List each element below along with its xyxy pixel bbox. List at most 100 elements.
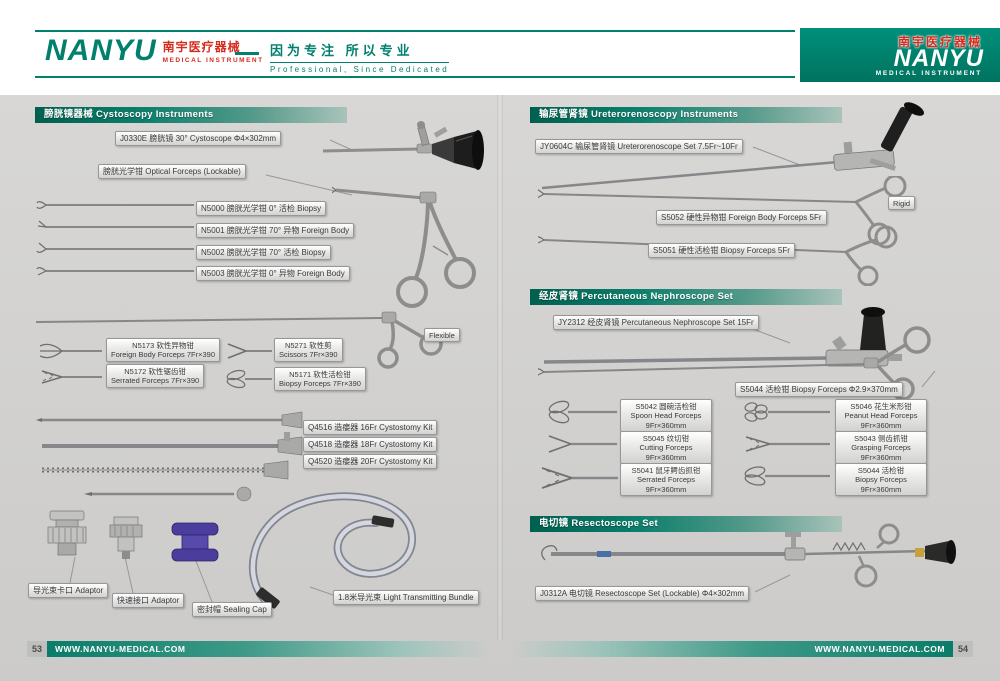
- label-n5173-line2: Foreign Body Forceps 7Fr×390: [111, 350, 216, 360]
- header-rule-top: [35, 30, 795, 32]
- label-s5043-line1: S5043 侧齿抓钳: [854, 434, 908, 443]
- label-n5003: N5003 膀胱光学钳 0° 异物 Foreign Body: [196, 266, 350, 281]
- nephro-biopsy-forceps-image: [538, 322, 958, 400]
- label-sealing-cap: 密封帽 Sealing Cap: [192, 602, 272, 617]
- adaptors-image: [30, 505, 230, 597]
- label-s5043: S5043 侧齿抓钳 Grasping Forceps 9Fr×360mm: [835, 431, 927, 465]
- label-cystoscope: J0330E 膀胱镜 30° Cystoscope Φ4×302mm: [115, 131, 282, 146]
- label-q4518: Q4518 造瘘器 18Fr Cystostomy Kit: [303, 437, 438, 452]
- page-number-right: 54: [953, 641, 973, 657]
- label-n5002: N5002 膀胱光学钳 70° 活检 Biopsy: [196, 245, 331, 260]
- label-jy2312: JY2312 经皮肾镜 Percutaneous Nephroscope Set…: [553, 315, 759, 330]
- label-rigid-tag: Rigid: [888, 196, 916, 211]
- label-optical-forceps: 膀胱光学钳 Optical Forceps (Lockable): [98, 164, 246, 179]
- rigid-forceps-image: [538, 176, 958, 286]
- label-n5173-line1: N5173 软性异物钳: [132, 341, 194, 350]
- peanut-head-tip-icon: [742, 399, 830, 425]
- label-adaptor-quick: 快速接口 Adaptor: [112, 593, 185, 608]
- label-s5044-grid-line3: 9Fr×360mm: [860, 484, 902, 494]
- optical-forceps-rods-image: [36, 196, 196, 280]
- label-s5044-main: S5044 活检钳 Biopsy Forceps Φ2.9×370mm: [735, 382, 903, 397]
- label-n5271-line1: N5271 软性剪: [284, 341, 332, 350]
- label-s5041-line1: S5041 鼠牙鳄齿抓钳: [631, 466, 701, 475]
- label-s5045-line2: Cutting Forceps: [639, 443, 693, 453]
- page-header: NANYU 南宇医疗器械 MEDICAL INSTRUMENT 因为专注 所以专…: [0, 0, 1000, 95]
- cystostomy-kit-image: [34, 406, 314, 506]
- label-s5046-line1: S5046 花生米形钳: [850, 402, 912, 411]
- label-s5042-line3: 9Fr×360mm: [645, 420, 687, 430]
- label-j0312a: J0312A 电切镜 Resectoscope Set (Lockable) Φ…: [535, 586, 750, 601]
- flexible-forceps-image: [32, 292, 482, 372]
- label-s5044-grid: S5044 活检钳 Biopsy Forceps 9Fr×360mm: [835, 463, 927, 497]
- section-nephroscope: 经皮肾镜 Percutaneous Nephroscope Set: [530, 289, 842, 305]
- label-s5043-line2: Grasping Forceps: [851, 443, 911, 453]
- label-s5041: S5041 鼠牙鳄齿抓钳 Serrated Forceps 9Fr×360mm: [620, 463, 712, 497]
- serrated-tip-icon: [36, 366, 102, 388]
- label-s5046: S5046 花生米形钳 Peanut Head Forceps 9Fr×360m…: [835, 399, 927, 433]
- spoon-head-tip-icon: [545, 399, 617, 425]
- label-light-bundle: 1.8米导光束 Light Transmitting Bundle: [333, 590, 479, 605]
- label-s5044-grid-line1: S5044 活检钳: [857, 466, 905, 475]
- label-n5171-line1: N5171 软性活检钳: [289, 370, 351, 379]
- label-s5042-line1: S5042 圆碗活检钳: [635, 402, 697, 411]
- label-q4520: Q4520 造瘘器 20Fr Cystostomy Kit: [303, 454, 438, 469]
- label-s5046-line2: Peanut Head Forceps: [844, 411, 918, 421]
- foreign-body-tip-icon: [36, 340, 102, 362]
- brand-wordmark: NANYU: [45, 34, 157, 67]
- label-s5051: S5051 硬性活检钳 Biopsy Forceps 5Fr: [648, 243, 795, 258]
- label-n5172-line1: N5172 软性锯齿钳: [124, 367, 186, 376]
- label-q4516: Q4516 造瘘器 16Fr Cystostomy Kit: [303, 420, 438, 435]
- label-n5171: N5171 软性活检钳 Biopsy Forceps 7Fr×390: [274, 367, 366, 391]
- serrated-jaws-tip-icon: [538, 461, 618, 495]
- label-s5044-grid-line2: Biopsy Forceps: [855, 475, 907, 485]
- label-flexible-tag: Flexible: [424, 328, 460, 343]
- label-s5043-line3: 9Fr×360mm: [860, 452, 902, 462]
- light-cable-image: [240, 485, 450, 613]
- header-rule-bottom: [35, 76, 795, 78]
- label-n5001: N5001 膀胱光学钳 70° 异物 Foreign Body: [196, 223, 355, 238]
- brand-subtitle: MEDICAL INSTRUMENT: [162, 57, 264, 64]
- optical-forceps-image: [332, 168, 497, 318]
- label-s5042: S5042 圆碗活检钳 Spoon Head Forceps 9Fr×360mm: [620, 399, 712, 433]
- brand-logo-side: 南宇医疗器械 MEDICAL INSTRUMENT: [163, 38, 264, 64]
- right-brand-subtitle: MEDICAL INSTRUMENT: [875, 70, 982, 77]
- label-s5041-line2: Serrated Forceps: [637, 475, 695, 485]
- label-n5271-line2: Scissors 7Fr×390: [279, 350, 338, 360]
- section-cystoscopy: 膀胱镜器械 Cystoscopy Instruments: [35, 107, 347, 123]
- label-s5046-line3: 9Fr×360mm: [860, 420, 902, 430]
- header-dash: [235, 52, 259, 55]
- section-ureterorenoscopy: 输尿管肾镜 Ureterorenoscopy Instruments: [530, 107, 842, 123]
- page-number-left: 53: [27, 641, 47, 657]
- label-n5000: N5000 膀胱光学钳 0° 活检 Biopsy: [196, 201, 327, 216]
- label-s5045-line3: 9Fr×360mm: [645, 452, 687, 462]
- label-s5045: S5045 纹切钳 Cutting Forceps 9Fr×360mm: [620, 431, 712, 465]
- label-s5042-line2: Spoon Head Forceps: [630, 411, 702, 421]
- slogan-cn: 因为专注 所以专业: [270, 43, 414, 58]
- label-n5173: N5173 软性异物钳 Foreign Body Forceps 7Fr×390: [106, 338, 221, 362]
- grasping-tip-icon: [742, 431, 830, 457]
- right-brand-wordmark: NANYU: [893, 45, 984, 72]
- right-brand-name-cn: 南宇医疗器械: [897, 35, 982, 49]
- footer-bar-left: WWW.NANYU-MEDICAL.COM: [47, 641, 490, 657]
- slogan-en: Professional, Since Dedicated: [270, 62, 450, 74]
- cystoscope-image: [320, 103, 492, 183]
- section-resectoscope: 电切镜 Resectoscope Set: [530, 516, 842, 532]
- brand-name-cn: 南宇医疗器械: [162, 40, 241, 54]
- footer-bar-right: WWW.NANYU-MEDICAL.COM: [510, 641, 953, 657]
- label-n5271: N5271 软性剪 Scissors 7Fr×390: [274, 338, 343, 362]
- ureteroscope-image: [538, 100, 958, 195]
- label-n5171-line2: Biopsy Forceps 7Fr×390: [279, 379, 361, 389]
- brand-slogan: 因为专注 所以专业 Professional, Since Dedicated: [270, 40, 450, 74]
- scissors-tip-icon: [224, 340, 272, 362]
- label-jy0604c: JY0604C 输尿管肾镜 Ureterorenoscope Set 7.5Fr…: [535, 139, 743, 154]
- cutting-tip-icon: [545, 431, 617, 457]
- page-gutter: [497, 95, 503, 640]
- label-s5052: S5052 硬性异物钳 Foreign Body Forceps 5Fr: [656, 210, 827, 225]
- label-n5172-line2: Serrated Forceps 7Fr×390: [111, 376, 200, 386]
- biopsy-cups-tip-icon: [742, 463, 830, 489]
- label-n5172: N5172 软性锯齿钳 Serrated Forceps 7Fr×390: [106, 364, 205, 388]
- biopsy-tip-icon: [224, 368, 272, 390]
- label-adaptor-bayonet: 导光束卡口 Adaptor: [28, 583, 109, 598]
- resectoscope-image: [535, 520, 980, 592]
